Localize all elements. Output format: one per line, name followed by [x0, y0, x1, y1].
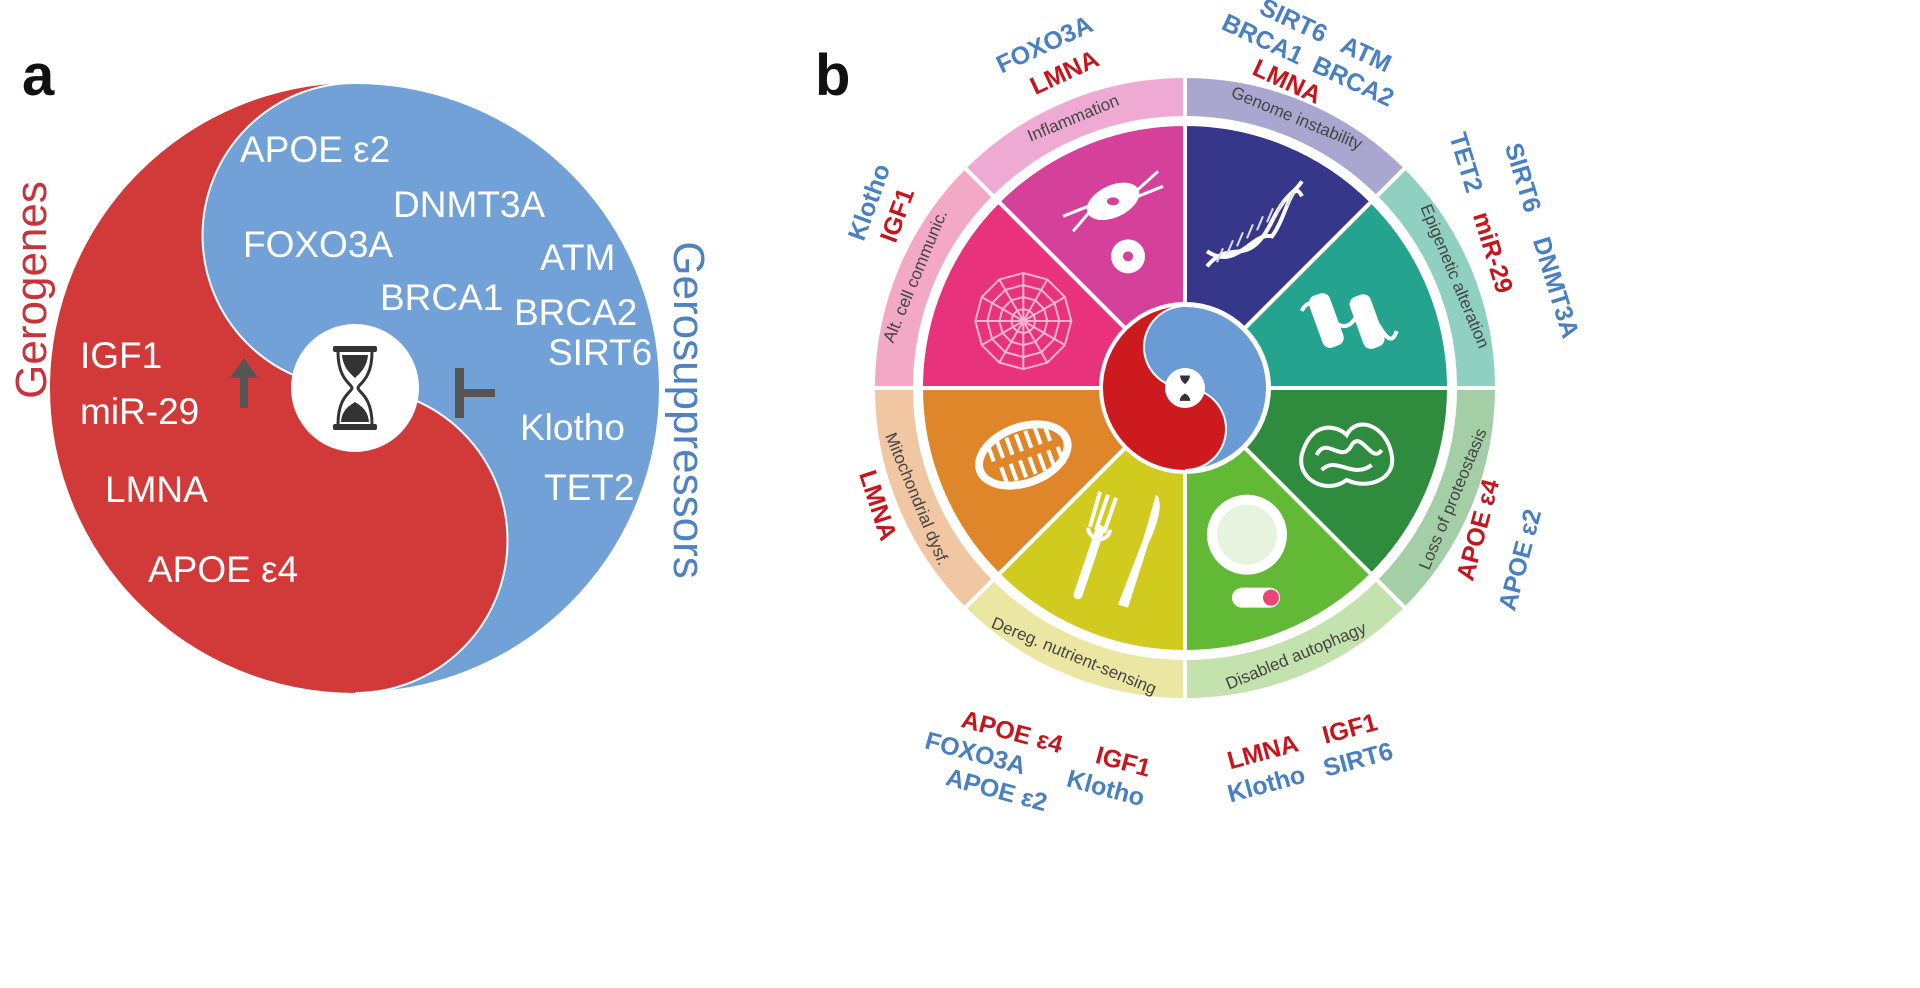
gene-igf1: IGF1 [80, 335, 162, 376]
panel-b-label: b [815, 43, 850, 108]
center-circle [291, 324, 419, 452]
gerogenes-title: Gerogenes [7, 181, 56, 399]
gene-lmna: LMNA [105, 469, 208, 510]
hourglass-icon [333, 346, 377, 430]
gene-brca2: BRCA2 [514, 292, 637, 333]
gerosuppressors-title: Gerosuppressors [664, 241, 713, 578]
panel-a-label: a [22, 43, 55, 108]
panel-a: a APOE ε2 DNMT3A FOXO3A ATM BRCA1 BRCA2 … [7, 43, 713, 694]
gene-sirt6: SIRT6 [548, 332, 652, 373]
chromatin-icon [1299, 293, 1399, 349]
sector-band [961, 73, 1187, 200]
gene-foxo3a: FOXO3A [243, 224, 393, 265]
immune-cell-icon [1062, 170, 1164, 274]
gene-apoe-e4: APOE ε4 [148, 549, 298, 590]
hourglass-icon [1179, 375, 1191, 401]
autophagosome-off-icon [1206, 494, 1287, 608]
dna-icon [1205, 180, 1304, 268]
mitochondrion-icon [975, 420, 1072, 490]
gene-tet2: TET2 [544, 467, 634, 508]
gene-atm: ATM [540, 237, 615, 278]
gene-label: APOE ε2 [1493, 506, 1547, 613]
gene-label: TET2 [1443, 129, 1488, 196]
gene-apoe-e2: APOE ε2 [240, 129, 390, 170]
gerosuppressors-region [201, 81, 661, 694]
gene-dnmt3a: DNMT3A [393, 184, 545, 225]
protein-icon [1299, 422, 1395, 488]
fork-knife-icon [1073, 491, 1160, 608]
up-arrow-icon [230, 358, 258, 408]
center-yin-yang [1099, 302, 1271, 474]
gene-mir29: miR-29 [80, 391, 199, 432]
gene-brca1: BRCA1 [380, 277, 503, 318]
web-icon [974, 271, 1073, 371]
gene-label: DNMT3A [1527, 234, 1584, 342]
gene-klotho: Klotho [520, 407, 625, 448]
inhibition-bar-icon [455, 368, 495, 418]
gene-label: SIRT6 [1499, 140, 1546, 216]
